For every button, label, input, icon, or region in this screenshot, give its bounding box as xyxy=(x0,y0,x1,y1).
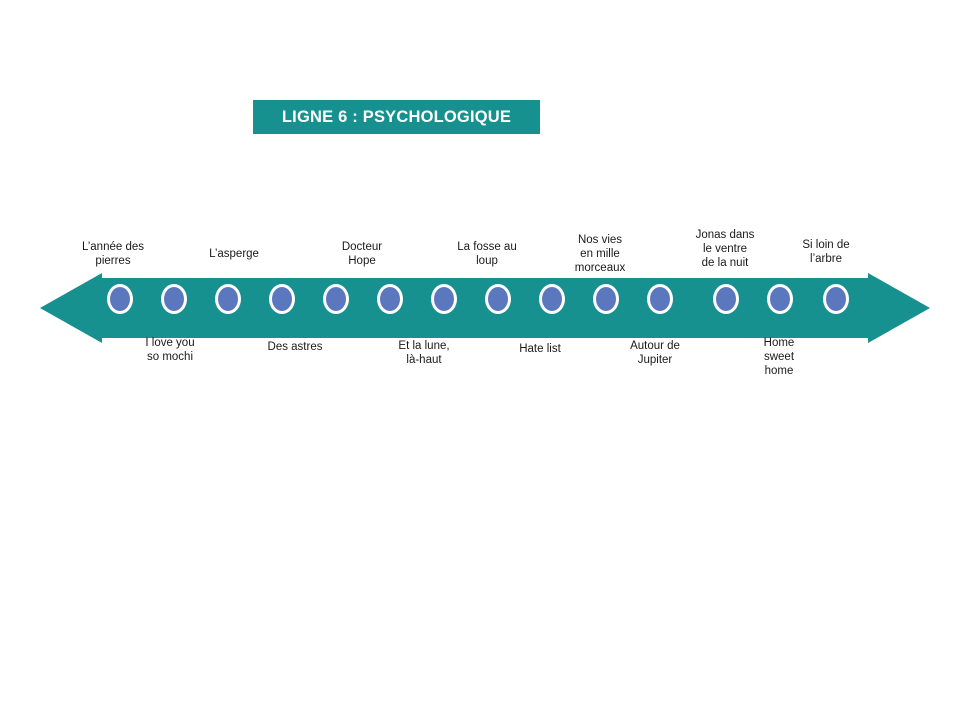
timeline-marker-12[interactable] xyxy=(713,284,739,314)
timeline-label-below-4: Hate list xyxy=(519,343,561,355)
timeline-label-below-6: Home sweet home xyxy=(763,337,795,377)
timeline-marker-9[interactable] xyxy=(539,284,565,314)
timeline-label-above-1: L’année des pierres xyxy=(81,241,145,267)
timeline-marker-4[interactable] xyxy=(269,284,295,314)
timeline-label-above-3: Docteur Hope xyxy=(341,241,383,267)
timeline-marker-11[interactable] xyxy=(647,284,673,314)
timeline-marker-5[interactable] xyxy=(323,284,349,314)
timeline-marker-8[interactable] xyxy=(485,284,511,314)
timeline-label-below-3: Et la lune, là-haut xyxy=(398,340,450,366)
timeline-label-above-7: Si loin de l’arbre xyxy=(802,239,850,265)
title-banner: LIGNE 6 : PSYCHOLOGIQUE xyxy=(253,100,540,134)
page-title: LIGNE 6 : PSYCHOLOGIQUE xyxy=(281,107,512,126)
timeline-marker-3[interactable] xyxy=(215,284,241,314)
timeline-label-above-4: La fosse au loup xyxy=(457,241,517,267)
timeline-label-below-2: Des astres xyxy=(267,341,323,353)
timeline-marker-7[interactable] xyxy=(431,284,457,314)
timeline-label-above-6: Jonas dans le ventre de la nuit xyxy=(695,229,755,269)
timeline-label-above-5: Nos vies en mille morceaux xyxy=(574,234,626,274)
timeline-label-above-2: L’asperge xyxy=(209,248,259,260)
timeline-marker-14[interactable] xyxy=(823,284,849,314)
timeline-marker-10[interactable] xyxy=(593,284,619,314)
timeline-marker-13[interactable] xyxy=(767,284,793,314)
timeline-label-below-5: Autour de Jupiter xyxy=(630,340,680,366)
timeline-label-below-1: I love you so mochi xyxy=(145,337,195,363)
timeline-marker-6[interactable] xyxy=(377,284,403,314)
timeline-marker-1[interactable] xyxy=(107,284,133,314)
timeline-marker-2[interactable] xyxy=(161,284,187,314)
